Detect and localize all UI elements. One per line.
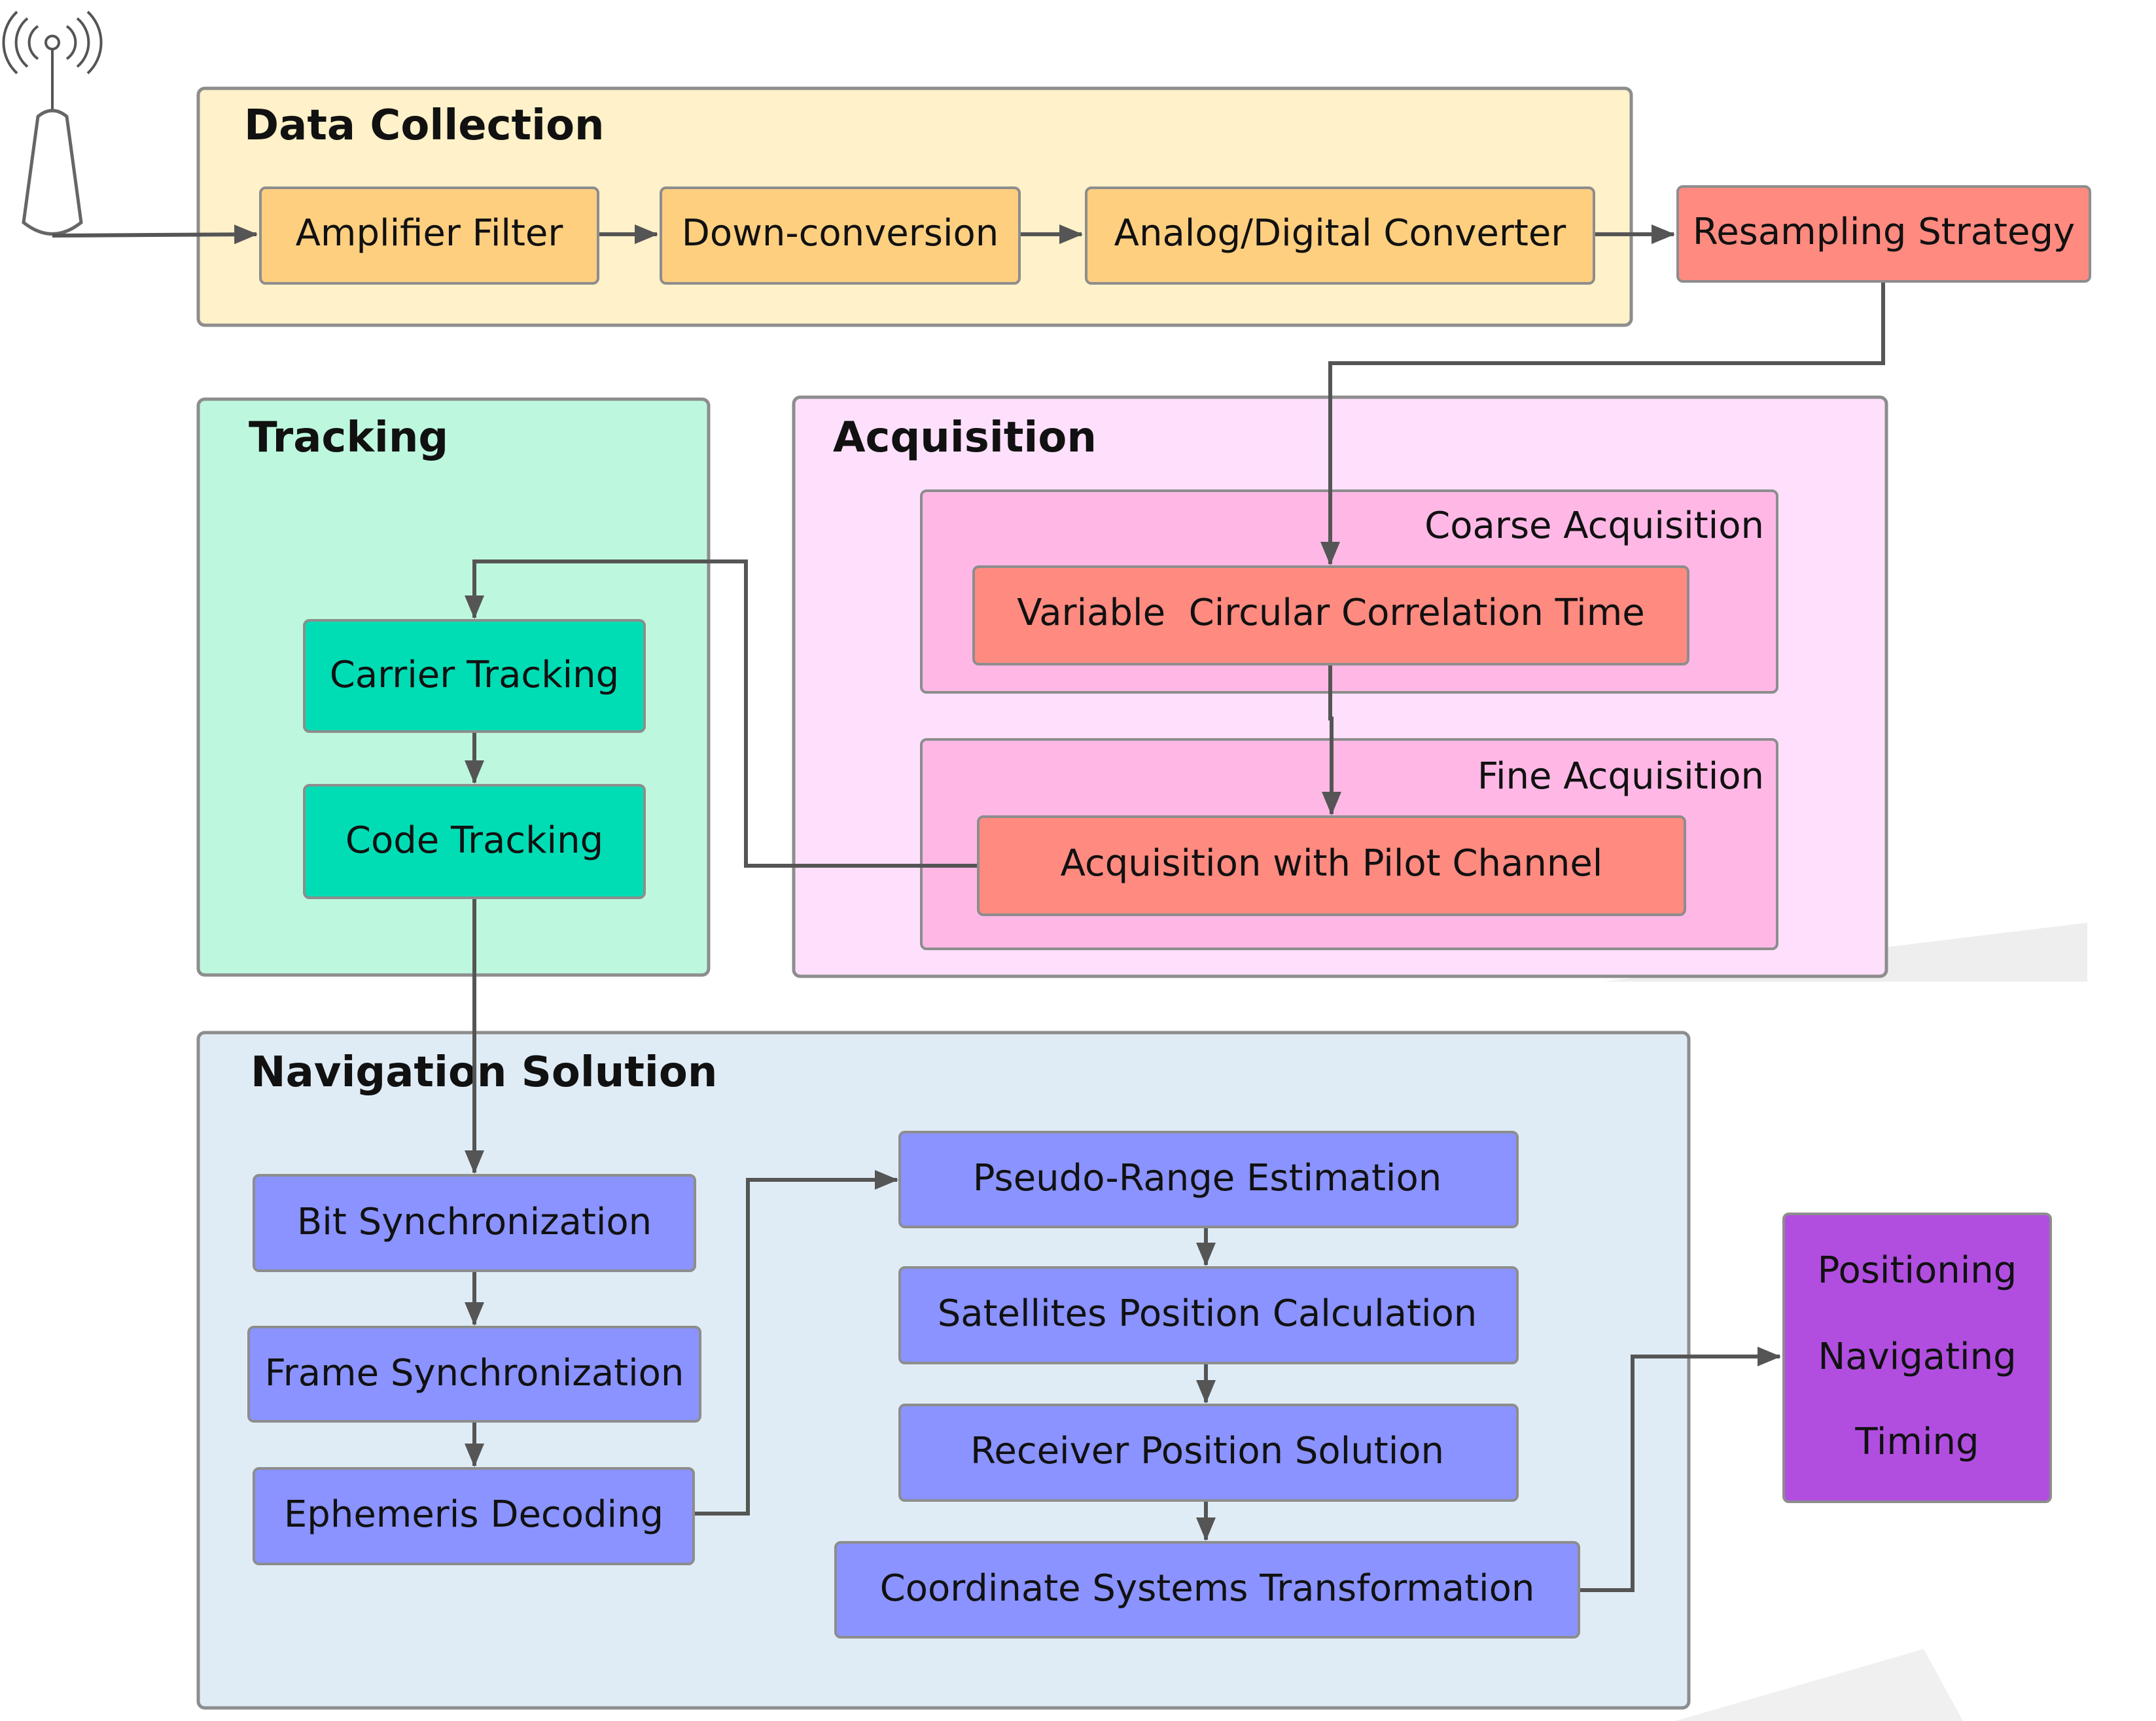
coordinate-transformation-label: Coordinate Systems Transformation bbox=[880, 1567, 1535, 1610]
pnt-output-node[interactable]: Positioning Navigating Timing bbox=[1782, 1213, 2052, 1503]
resampling-strategy-node[interactable]: Resampling Strategy bbox=[1676, 185, 2091, 283]
receiver-position-label: Receiver Position Solution bbox=[970, 1430, 1444, 1472]
frame-synchronization-node[interactable]: Frame Synchronization bbox=[247, 1326, 701, 1423]
amplifier-filter-node[interactable]: Amplifier Filter bbox=[259, 186, 599, 285]
amplifier-filter-label: Amplifier Filter bbox=[296, 212, 564, 255]
resampling-strategy-label: Resampling Strategy bbox=[1693, 211, 2075, 253]
pseudo-range-estimation-node[interactable]: Pseudo-Range Estimation bbox=[898, 1131, 1519, 1228]
coarse-acquisition-title: Coarse Acquisition bbox=[1424, 505, 1764, 547]
bit-synchronization-node[interactable]: Bit Synchronization bbox=[253, 1174, 696, 1272]
code-tracking-label: Code Tracking bbox=[345, 819, 603, 862]
navigation-solution-title: Navigation Solution bbox=[251, 1048, 717, 1097]
arrow-resampling-to-variable-ccr bbox=[1320, 281, 1885, 565]
acquisition-title: Acquisition bbox=[833, 414, 1097, 462]
carrier-tracking-label: Carrier Tracking bbox=[330, 654, 619, 696]
arrow-antenna-to-amplifier bbox=[52, 224, 258, 245]
adc-label: Analog/Digital Converter bbox=[1114, 212, 1567, 255]
down-conversion-label: Down-conversion bbox=[682, 212, 999, 255]
fine-acquisition-title: Fine Acquisition bbox=[1477, 755, 1764, 798]
pnt-navigating-label: Navigating bbox=[1818, 1336, 2016, 1378]
pilot-channel-label: Acquisition with Pilot Channel bbox=[1061, 842, 1603, 885]
variable-ccr-node[interactable]: Variable Circular Correlation Time bbox=[972, 565, 1689, 665]
bit-synchronization-label: Bit Synchronization bbox=[297, 1201, 652, 1243]
ephemeris-decoding-label: Ephemeris Decoding bbox=[284, 1493, 663, 1536]
antenna-icon bbox=[2, 10, 103, 236]
adc-node[interactable]: Analog/Digital Converter bbox=[1085, 186, 1595, 285]
carrier-tracking-node[interactable]: Carrier Tracking bbox=[303, 619, 646, 733]
data-collection-title: Data Collection bbox=[244, 101, 605, 150]
satellites-position-label: Satellites Position Calculation bbox=[938, 1292, 1477, 1335]
pseudo-range-estimation-label: Pseudo-Range Estimation bbox=[973, 1157, 1441, 1199]
code-tracking-node[interactable]: Code Tracking bbox=[303, 784, 646, 899]
arrow-pilot-to-carrier-tracking bbox=[465, 559, 978, 868]
frame-synchronization-label: Frame Synchronization bbox=[265, 1352, 684, 1394]
pilot-channel-node[interactable]: Acquisition with Pilot Channel bbox=[977, 815, 1686, 916]
receiver-position-node[interactable]: Receiver Position Solution bbox=[898, 1404, 1519, 1502]
pnt-timing-label: Timing bbox=[1854, 1421, 1979, 1463]
arrow-ephemeris-to-pseudo-range bbox=[694, 1170, 898, 1516]
connectors bbox=[52, 224, 1885, 1592]
pnt-positioning-label: Positioning bbox=[1818, 1249, 2017, 1292]
variable-ccr-label: Variable Circular Correlation Time bbox=[1017, 592, 1644, 634]
ephemeris-decoding-node[interactable]: Ephemeris Decoding bbox=[253, 1467, 695, 1565]
arrow-coord-transform-to-pnt bbox=[1579, 1347, 1781, 1592]
satellites-position-node[interactable]: Satellites Position Calculation bbox=[898, 1266, 1519, 1364]
tracking-title: Tracking bbox=[249, 414, 448, 462]
arrow-variable-ccr-to-pilot-channel bbox=[1322, 664, 1341, 815]
down-conversion-node[interactable]: Down-conversion bbox=[660, 186, 1021, 285]
coordinate-transformation-node[interactable]: Coordinate Systems Transformation bbox=[834, 1541, 1580, 1639]
